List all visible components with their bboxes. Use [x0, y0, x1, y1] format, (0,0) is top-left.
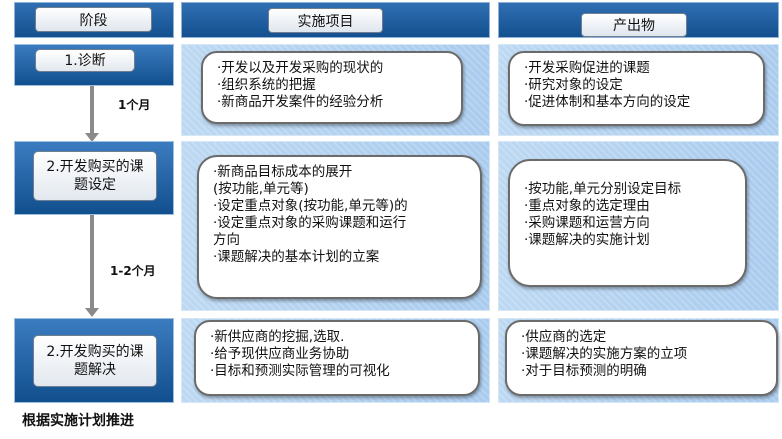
header-outputs-label: 产出物 [581, 13, 687, 37]
timeline-connector-2 [90, 215, 94, 312]
row-3-item: ·新供应商的挖掘,选取. [210, 329, 345, 345]
row-3-item: ·给予现供应商业务协助 [210, 346, 350, 362]
phase-1-block: 1.诊断 [14, 44, 174, 86]
phase-1-label: 1.诊断 [35, 49, 135, 72]
row-1-outputs-panel: ·开发采购促进的课题 ·研究对象的设定 ·促进体制和基本方向的设定 [498, 44, 779, 136]
row-3-items-panel: ·新供应商的挖掘,选取. ·给予现供应商业务协助 ·目标和预测实际管理的可视化 [181, 318, 490, 403]
phase-2-label-text: 2.开发购买的课题设定 [46, 159, 144, 193]
row-1-output: ·研究对象的设定 [524, 77, 623, 93]
phase-3-label: 2.开发购买的课题解决 [33, 335, 157, 387]
header-stage-label: 阶段 [35, 7, 152, 32]
row-3-output: ·课题解决的实施方案的立项 [521, 346, 688, 362]
header-items-label: 实施项目 [268, 8, 383, 33]
phase-2-block: 2.开发购买的课题设定 [14, 141, 174, 215]
row-2-items-card: ·新商品目标成本的展开 (按功能,单元等) ·设定重点对象(按功能,单元等)的 … [197, 155, 482, 299]
row-3-output: ·供应商的选定 [521, 329, 607, 345]
duration-2: 1-2个月 [110, 264, 156, 278]
row-2-output: ·按功能,单元分别设定目标 [524, 181, 682, 197]
row-2-item: (按功能,单元等) [213, 181, 309, 197]
duration-1: 1个月 [118, 98, 151, 112]
row-1-item: ·新商品开发案件的经验分析 [217, 94, 384, 110]
row-2-output: ·重点对象的选定理由 [524, 198, 650, 214]
phase-3-label-text: 2.开发购买的课题解决 [46, 344, 144, 378]
row-1-items-card: ·开发以及开发采购的现状的 ·组织系统的把握 ·新商品开发案件的经验分析 [201, 51, 463, 124]
row-1-items-panel: ·开发以及开发采购的现状的 ·组织系统的把握 ·新商品开发案件的经验分析 [181, 44, 490, 136]
row-2-item: ·设定重点对象(按功能,单元等)的 [213, 198, 408, 214]
row-3-item: ·目标和预测实际管理的可视化 [210, 363, 390, 379]
header-items-bar: 实施项目 [181, 2, 490, 38]
phase-2-label: 2.开发购买的课题设定 [33, 151, 157, 201]
timeline-arrow-1 [85, 133, 99, 142]
row-2-outputs-card: ·按功能,单元分别设定目标 ·重点对象的选定理由 ·采购课题和运营方向 ·课题解… [508, 159, 747, 287]
row-2-item: ·课题解决的基本计划的立案 [213, 249, 380, 265]
timeline-connector-1 [90, 85, 94, 137]
row-2-outputs-panel: ·按功能,单元分别设定目标 ·重点对象的选定理由 ·采购课题和运营方向 ·课题解… [498, 141, 779, 311]
row-2-item: ·新商品目标成本的展开 [213, 164, 353, 180]
header-outputs-bar: 产出物 [498, 2, 779, 38]
row-1-outputs-card: ·开发采购促进的课题 ·研究对象的设定 ·促进体制和基本方向的设定 [508, 51, 765, 126]
phase-3-block: 2.开发购买的课题解决 [14, 318, 174, 403]
row-1-item: ·开发以及开发采购的现状的 [217, 60, 384, 76]
row-3-outputs-card: ·供应商的选定 ·课题解决的实施方案的立项 ·对于目标预测的明确 [505, 320, 778, 396]
row-2-output: ·课题解决的实施计划 [524, 232, 650, 248]
row-2-items-panel: ·新商品目标成本的展开 (按功能,单元等) ·设定重点对象(按功能,单元等)的 … [181, 141, 490, 311]
row-1-output: ·开发采购促进的课题 [524, 60, 650, 76]
row-3-items-card: ·新供应商的挖掘,选取. ·给予现供应商业务协助 ·目标和预测实际管理的可视化 [194, 320, 480, 396]
row-2-item: ·设定重点对象的采购课题和运行 [213, 215, 407, 231]
timeline-arrow-2 [85, 308, 99, 317]
row-3-outputs-panel: ·供应商的选定 ·课题解决的实施方案的立项 ·对于目标预测的明确 [498, 318, 779, 403]
row-1-item: ·组织系统的把握 [217, 77, 316, 93]
header-stage-bar: 阶段 [14, 2, 174, 38]
row-3-output: ·对于目标预测的明确 [521, 363, 647, 379]
row-1-output: ·促进体制和基本方向的设定 [524, 94, 691, 110]
footer-note: 根据实施计划推进 [22, 413, 134, 429]
row-2-output: ·采购课题和运营方向 [524, 215, 650, 231]
row-2-item: 方向 [213, 232, 240, 248]
